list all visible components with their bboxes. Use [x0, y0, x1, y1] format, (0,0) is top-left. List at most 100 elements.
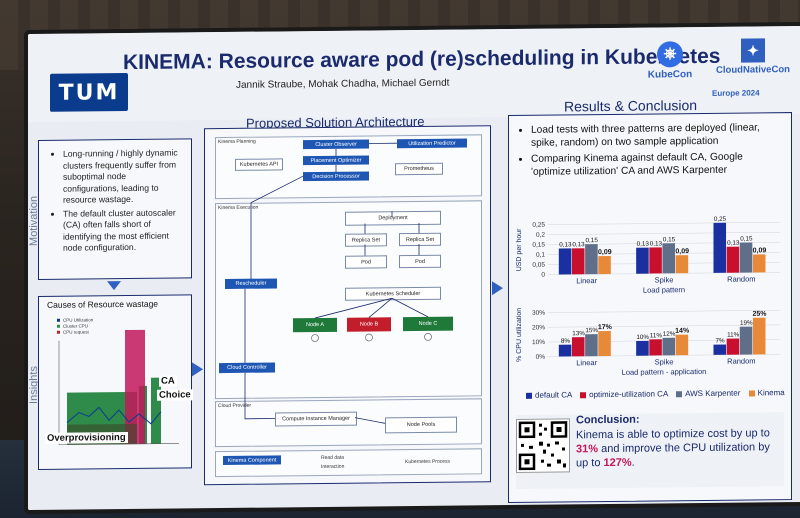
results-bullet: Load tests with three patterns are deplo…: [531, 121, 783, 150]
legend-text: CPU Utilization: [63, 317, 94, 322]
legend-swatch: [526, 392, 532, 399]
category-label: Linear: [576, 358, 597, 367]
bar: [598, 255, 611, 275]
legend-swatch: [676, 391, 683, 398]
data-label: 25%: [752, 311, 767, 318]
data-label: 0,13: [650, 240, 663, 247]
cloud-provider-label: Cloud Provider: [218, 402, 252, 410]
conclusion-section: Conclusion: Kinema is able to optimize c…: [516, 412, 784, 489]
kubecon-logo: ⎈ KubeCon: [638, 41, 702, 92]
y-tick-label: 0,1: [536, 252, 545, 259]
grid-line: [548, 324, 780, 328]
legend-interaction: Interaction: [321, 463, 345, 470]
cpu-improvement-value: 127%: [603, 456, 632, 470]
data-label: 7%: [716, 337, 726, 344]
node-a: Node A: [293, 317, 337, 333]
category-label: Random: [727, 356, 755, 365]
results-bullet: Comparing Kinema against default CA, Goo…: [531, 150, 783, 179]
placement-optimizer-node: Placement Optimizer: [303, 155, 369, 166]
bar: [675, 255, 689, 274]
conclusion-title: Conclusion:: [576, 413, 640, 427]
y-tick-label: 20%: [532, 324, 545, 331]
y-tick-label: 0: [541, 272, 545, 279]
y-tick-label: 0%: [536, 354, 546, 361]
cncf-icon: ✦: [741, 38, 765, 63]
bar: [649, 247, 662, 274]
y-tick-label: 30%: [532, 310, 545, 317]
data-label: 0,15: [663, 236, 676, 243]
cpu-utilization-line: [66, 406, 162, 425]
slide-title: KINEMA: Resource aware pod (re)schedulin…: [123, 44, 721, 75]
qr-code-icon: [518, 421, 568, 471]
compute-instance-manager-node: Compute Instance Manager: [275, 411, 357, 427]
bar: [752, 317, 766, 355]
data-label: 14%: [675, 328, 690, 335]
data-label: 0,09: [753, 247, 767, 254]
right-arrow-icon: [192, 362, 203, 377]
bar: [662, 337, 676, 356]
ca-choice-highlight: [125, 329, 145, 445]
y-axis-label: % CPU utilization: [516, 308, 523, 362]
data-label: 0,13: [637, 241, 650, 248]
authors: Jannik Straube, Mohak Chadha, Michael Ge…: [236, 77, 450, 91]
prometheus-node: Prometheus: [395, 162, 443, 176]
results-title: Results & Conclusion: [564, 97, 698, 115]
motivation-bullet: Long-running / highly dynamic clusters f…: [63, 147, 183, 206]
data-label: 8%: [561, 338, 571, 345]
legend-swatch: [580, 392, 587, 399]
category-label: Random: [727, 274, 755, 283]
europe-label: Europe 2024: [712, 88, 760, 98]
bar: [585, 244, 598, 275]
bar: [571, 337, 585, 357]
conclusion-text: .: [631, 456, 635, 469]
bar: [558, 344, 572, 357]
data-label: 0,13: [727, 240, 740, 247]
pod-node: Pod: [345, 255, 387, 269]
planning-label: Kinema Planning: [218, 138, 256, 146]
legend-swatch: [57, 324, 60, 328]
bar: [649, 339, 662, 356]
motivation-text: Long-running / highly dynamic clusters f…: [39, 139, 191, 254]
data-label: 0,15: [586, 237, 599, 244]
y-tick-label: 10%: [532, 339, 545, 346]
bar: [558, 248, 572, 275]
legend-kinema-component: Kinema Component: [223, 455, 281, 466]
grid-line: [548, 221, 780, 225]
cloud-controller-node: Cloud Controller: [219, 362, 275, 374]
qr-code[interactable]: [516, 418, 570, 473]
rescheduler-node: Rescheduler: [225, 278, 277, 290]
decision-processor-node: Decision Processor: [303, 171, 369, 182]
data-label: 0,09: [675, 248, 689, 255]
node-c: Node C: [403, 316, 453, 332]
conclusion-text: Kinema is able to optimize cost by up to: [576, 427, 770, 442]
pod-node: Pod: [399, 254, 441, 269]
utilization-predictor-node: Utilization Predictor: [397, 138, 467, 149]
motivation-box: Long-running / highly dynamic clusters f…: [38, 138, 192, 280]
legend-swatch: [57, 318, 60, 322]
data-label: 0,13: [559, 241, 572, 248]
bar: [662, 243, 676, 274]
cncf-logo: ✦ CloudNativeCon: [710, 38, 796, 89]
category-label: Spike: [655, 357, 674, 366]
legend-default-ca: default CA: [535, 390, 572, 400]
data-label: 0,13: [572, 241, 585, 248]
insights-title: Causes of Resource wastage: [47, 298, 159, 310]
bar: [726, 246, 740, 273]
y-axis-label: USD per hour: [516, 228, 523, 272]
cncf-label: CloudNativeCon: [716, 64, 790, 76]
bar: [598, 331, 611, 357]
grid-line: [548, 231, 780, 235]
legend-swatch: [748, 390, 755, 397]
presentation-screen: TUM KINEMA: Resource aware pod (re)sched…: [28, 25, 800, 511]
bar: [752, 254, 766, 273]
bar: [713, 222, 727, 273]
legend-kinema: Kinema: [757, 388, 785, 398]
motivation-bullet: The default cluster autoscaler (CA) ofte…: [63, 207, 183, 254]
category-label: Spike: [655, 275, 674, 284]
x-axis-label: Load pattern - application: [622, 367, 707, 377]
data-label: 0,09: [598, 249, 612, 256]
grid-line: [548, 309, 780, 313]
y-tick-label: 0,25: [532, 222, 545, 229]
bar: [571, 248, 585, 275]
